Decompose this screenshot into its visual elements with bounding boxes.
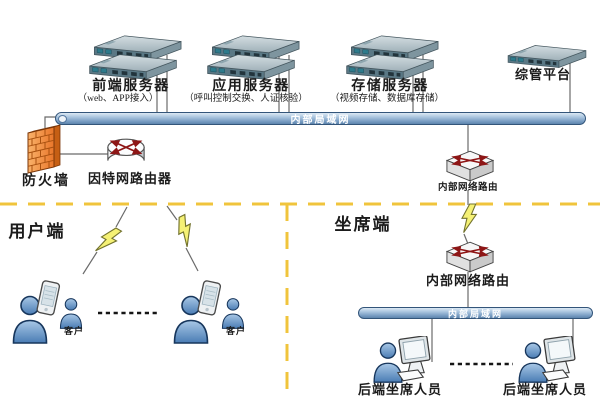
wireless-link-bolts bbox=[93, 203, 477, 258]
client-label-1: 客户 bbox=[63, 326, 84, 336]
internal-router-label-top: 内部网络路由 bbox=[437, 183, 498, 193]
frontend-server-icon bbox=[89, 35, 182, 80]
firewall-icon bbox=[27, 124, 61, 174]
storage-server-icon bbox=[346, 35, 439, 80]
storage-server-sublabel: （视频存储、数据库存储） bbox=[329, 94, 444, 104]
internet-router-label: 因特网路由器 bbox=[87, 171, 172, 186]
client-person-small-icon bbox=[221, 298, 245, 329]
frontend-server-sublabel: （web、APP接入） bbox=[77, 94, 159, 104]
lan-bar-bottom-label: 内部局域网 bbox=[447, 308, 503, 319]
internal-router-icon-bottom bbox=[446, 241, 494, 273]
firewall-label: 防火墙 bbox=[22, 174, 70, 189]
ellipsis-dotted-lines bbox=[98, 311, 513, 366]
agent-monitor-icon bbox=[397, 336, 431, 382]
lan-bar-top-label: 内部局域网 bbox=[290, 115, 351, 126]
internal-router-icon-top bbox=[446, 150, 494, 182]
platform-server-label: 综管平台 bbox=[514, 67, 571, 82]
zone-label-agent: 坐席端 bbox=[334, 215, 392, 234]
agent-label-2: 后端坐席人员 bbox=[502, 382, 587, 397]
internal-lan-bar-top: 内部局域网 bbox=[55, 112, 586, 126]
app-server-sublabel: （呼叫控制交换、人证核验） bbox=[184, 94, 308, 104]
frontend-server-label: 前端服务器 bbox=[92, 79, 170, 94]
client-label-2: 客户 bbox=[225, 326, 246, 336]
storage-server-label: 存储服务器 bbox=[351, 79, 429, 94]
client-person-small-icon bbox=[59, 298, 83, 329]
agent-monitor-icon bbox=[542, 336, 576, 382]
app-server-icon bbox=[207, 35, 300, 80]
internet-router-icon bbox=[107, 138, 145, 161]
zone-divider-lines bbox=[0, 202, 600, 400]
lan-bar-endcap bbox=[58, 114, 67, 123]
zone-label-user: 用户端 bbox=[8, 222, 66, 241]
agent-label-1: 后端坐席人员 bbox=[357, 382, 442, 397]
app-server-label: 应用服务器 bbox=[212, 79, 290, 94]
internal-lan-bar-bottom: 内部局域网 bbox=[358, 307, 593, 319]
internal-router-label-bottom: 内部网络路由 bbox=[425, 273, 510, 288]
